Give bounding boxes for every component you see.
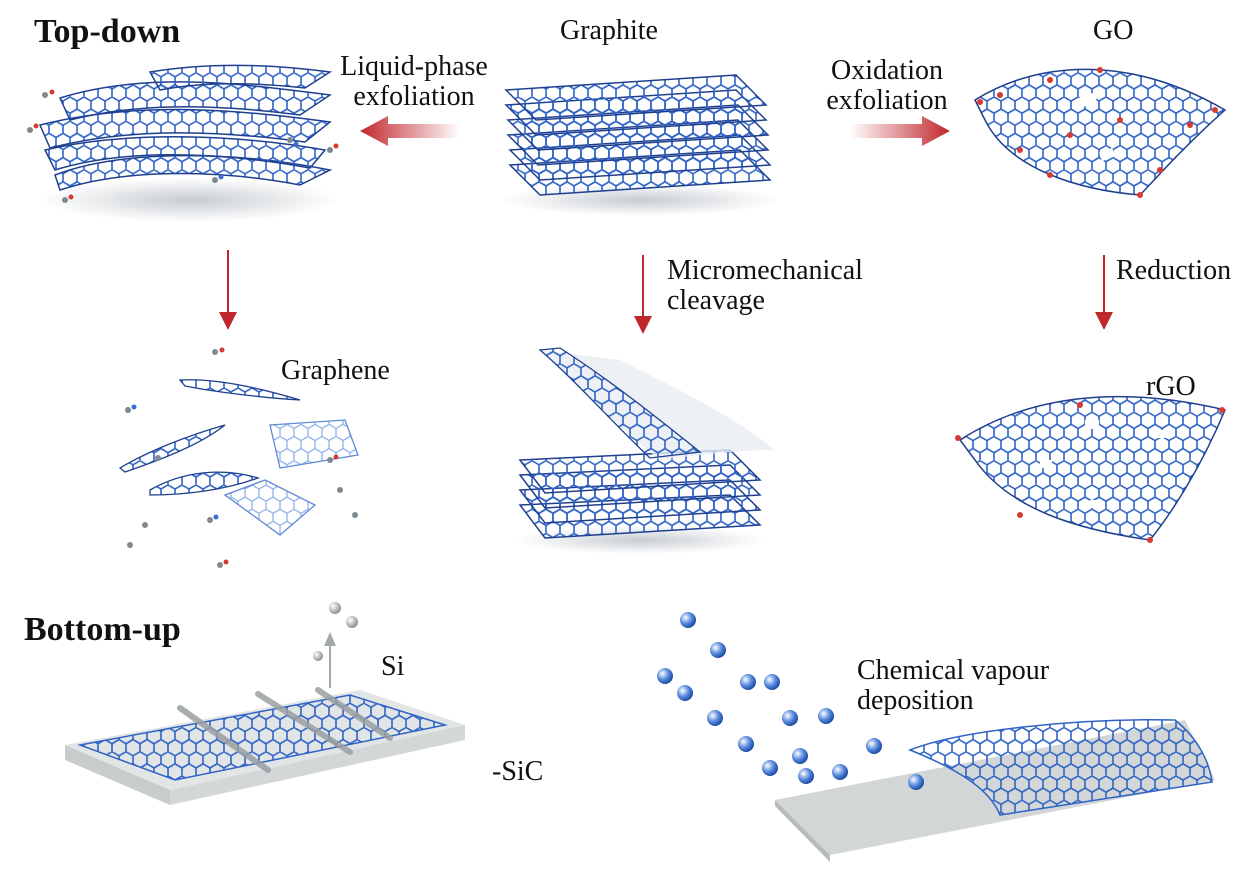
oxidation-label: Oxidation exfoliation	[812, 55, 962, 117]
cvd-illustration	[657, 612, 1215, 862]
liquid-phase-line1: Liquid-phase	[340, 51, 488, 82]
cvd-line2: deposition	[857, 685, 974, 717]
go-label: GO	[1093, 15, 1134, 46]
liquid-phase-arrow	[360, 116, 460, 146]
si-label: Si	[381, 651, 405, 682]
down-arrow-left	[219, 250, 237, 330]
oxidation-line2: exfoliation	[826, 85, 948, 117]
micromechanical-label: Micromechanical cleavage	[667, 255, 863, 317]
liquid-phase-line2: exfoliation	[353, 81, 475, 113]
go-sheet-illustration	[974, 67, 1227, 198]
micromechanical-line1: Micromechanical	[667, 255, 863, 286]
rgo-label: rGO	[1146, 371, 1196, 402]
graphite-label: Graphite	[560, 15, 658, 46]
top-down-heading: Top-down	[34, 13, 181, 50]
cvd-label: Chemical vapour deposition	[857, 655, 1050, 717]
cvd-line1: Chemical vapour	[857, 655, 1050, 686]
reduction-label: Reduction	[1116, 255, 1232, 286]
graphene-flakes-illustration	[118, 347, 359, 568]
rgo-sheet-illustration	[955, 395, 1227, 543]
sic-label: -SiC	[492, 756, 544, 787]
oxidation-arrow	[850, 116, 950, 146]
bottom-up-heading: Bottom-up	[24, 611, 181, 648]
micromechanical-line2: cleavage	[667, 285, 765, 317]
graphite-stack-illustration	[500, 74, 780, 216]
liquid-phase-stack-illustration	[27, 64, 340, 222]
sic-growth-illustration	[65, 602, 465, 805]
down-arrow-center	[634, 255, 652, 334]
micromechanical-cleavage-illustration	[515, 347, 775, 554]
graphene-label: Graphene	[281, 355, 390, 386]
liquid-phase-label: Liquid-phase exfoliation	[330, 51, 498, 113]
down-arrow-right	[1095, 255, 1113, 330]
oxidation-line1: Oxidation	[831, 55, 943, 86]
